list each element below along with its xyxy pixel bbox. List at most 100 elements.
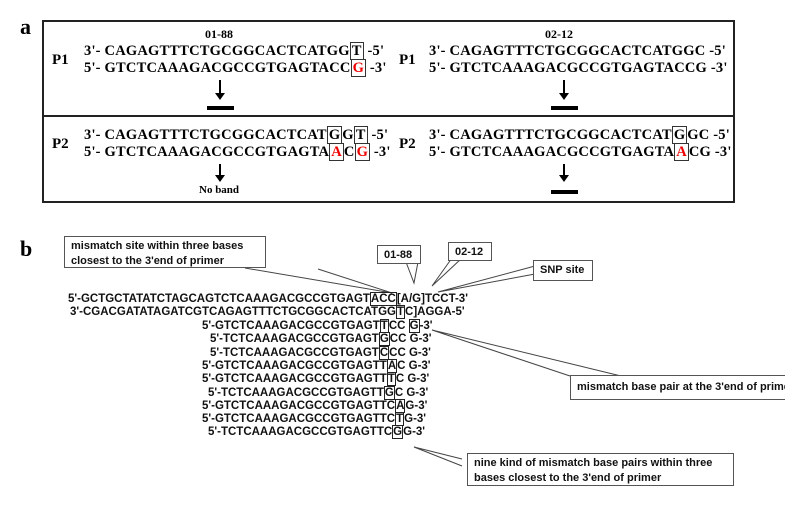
sequence: 3'-CGACGATATAGATCGTCAGAGTTTCTGCGGCACTCAT… [70,306,396,318]
callout-mismatch-3end: mismatch base pair at the 3'end of prime… [570,375,785,400]
mismatch-base: G [350,59,367,77]
sequence: CC G-3' [389,346,431,359]
mismatch-base: G [326,126,343,144]
primer-label-p2-left: P2 [52,136,69,152]
mismatch-base-box: G [408,319,420,333]
mismatch-base-box: T [386,372,396,387]
sequence: 5'-TCTCAAAGACGCCGTGAGTTC [208,426,393,439]
primer-label-p1-right: P1 [399,52,416,68]
callout-02-12: 02-12 [448,242,492,261]
mismatch-base: T [349,42,364,60]
sequence: C G-3' [394,386,429,399]
sequence: 5'-TCTCAAAGACGCCGTGAGTT [208,386,384,399]
p1-right-bottom-strand: 5'- GTCTCAAAGACGCCGTGAGTACCG -3' [429,60,728,76]
callout-line: closest to the 3'end of primer [71,255,224,267]
mismatch-base-box: A [386,358,398,373]
mismatch-base-box: T [395,412,405,427]
sequence: 5'-GCTGCTATATCTAGCAGTCTCAAAGACGCCGTGAGT [68,293,370,305]
left-title: 01-88 [205,27,233,41]
strand-end: -5' [363,43,385,59]
callout-nine-kind: nine kind of mismatch base pairs within … [467,453,734,486]
template-top-strand: 5'-GCTGCTATATCTAGCAGTCTCAAAGACGCCGTGAGTA… [68,292,468,306]
mismatch-base-box: G [383,385,395,400]
sequence: G [342,127,354,143]
mismatch-base-box: T [379,319,389,333]
arrow-down-icon [559,164,569,182]
primer-label-p2-right: P2 [399,136,416,152]
no-band-label: No band [199,184,240,196]
sequence: [A/G]TCCT-3' [396,293,468,305]
panel-a-frame [42,20,735,203]
sequence: 5'-TCTCAAAGACGCCGTGAGT [210,333,379,346]
callout-text: mismatch base pair at the 3'end of prime… [577,381,785,393]
snp-box: T [395,305,406,319]
primer-row: 5'-GTCTCAAAGACGCCGTGAGTTTC G-3' [202,372,430,387]
right-title: 02-12 [545,27,573,41]
strand-end: 5'- [84,60,105,76]
primer-row: 5'-GTCTCAAAGACGCCGTGAGTTCAG-3' [202,398,428,413]
template-bottom-strand: 3'-CGACGATATAGATCGTCAGAGTTTCTGCGGCACTCAT… [70,305,465,319]
strand-end: 3'- [84,127,105,143]
pointer-snp [437,265,536,293]
primer-end-box: ACC [369,292,397,306]
arrow-down-icon [559,80,569,100]
callout-line: mismatch site within three bases [71,240,244,252]
sequence: CAGAGTTTCTGCGGCACTCATGG [104,43,350,59]
primer-row: 5'-TCTCAAAGACGCCGTGAGTTGC G-3' [208,385,429,400]
sequence: CC [388,320,409,332]
callout-snp-site: SNP site [533,260,593,281]
pcr-band [551,190,578,194]
strand-end: -3' [419,320,433,332]
mismatch-base-box: G [378,332,390,347]
strand-end: 5'- [84,144,105,160]
mismatch-base: A [674,143,689,161]
sequence: CAGAGTTTCTGCGGCACTCAT [449,127,672,143]
mismatch-base: G [671,126,688,144]
pcr-band [551,106,578,110]
callout-mismatch-site: mismatch site within three bases closest… [64,236,266,268]
sequence: GTCTCAAAGACGCCGTGAGTA [104,144,330,160]
sequence: C]AGGA-5' [405,306,465,318]
strand-end: -5' [367,127,389,143]
primer-row: 5'-GTCTCAAAGACGCCGTGAGTTAC G-3' [202,358,431,373]
primer-row: 5'-GTCTCAAAGACGCCGTGAGTTCC G-3' [202,319,433,333]
callout-text: 02-12 [455,246,484,258]
pointer-mismatch-site [244,267,393,294]
sequence: 5'-GTCTCAAAGACGCCGTGAGT [202,320,380,332]
mismatch-base-box: C [378,345,390,360]
mismatch-base: A [329,143,344,161]
sequence: G-3' [403,426,426,439]
callout-line: nine kind of mismatch base pairs within … [474,457,713,469]
panel-b-label: b [20,236,33,261]
sequence: CAGAGTTTCTGCGGCACTCAT [104,127,327,143]
primer-row: 5'-GTCTCAAAGACGCCGTGAGTTCTG-3' [202,412,426,427]
strand-end: CG -3' [688,144,732,160]
sequence: C G-3' [395,373,430,386]
primer-row: 5'-TCTCAAAGACGCCGTGAGTCCC G-3' [210,345,431,360]
callout-01-88: 01-88 [377,245,421,264]
sequence: 5'-GTCTCAAAGACGCCGTGAGTT [202,359,387,372]
mismatch-base: G [354,143,371,161]
panel-a-divider [42,115,735,117]
mismatch-base-box: A [395,398,406,413]
primer-label-p1-left: P1 [52,52,69,68]
sequence: C G-3' [397,359,431,372]
panel-a-label: a [20,14,31,39]
sequence: G-3' [405,399,428,412]
strand-end: GC -5' [687,127,730,143]
sequence: C [343,144,355,160]
strand-end: 3'- [84,43,105,59]
callout-line: bases closest to the 3'end of primer [474,472,662,484]
mismatch-base: T [353,126,368,144]
arrow-down-icon [215,80,225,100]
primer-row: 5'-TCTCAAAGACGCCGTGAGTGCC G-3' [210,332,432,347]
pointer-0212 [431,257,463,287]
callout-text: SNP site [540,264,585,276]
